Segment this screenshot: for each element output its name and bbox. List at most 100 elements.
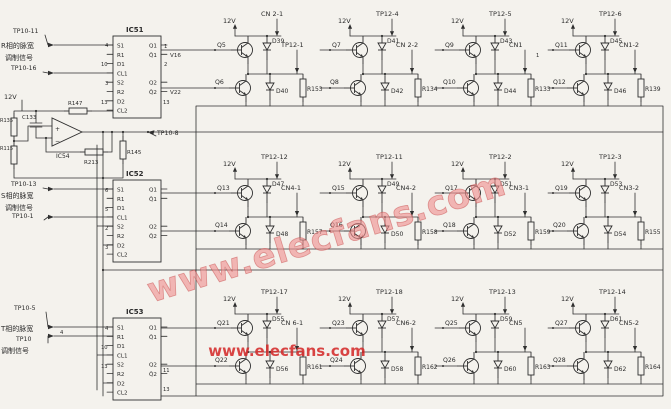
test-point-label: TP10-11: [12, 28, 39, 35]
ic-pin-label: Q̄1: [149, 334, 157, 341]
test-point-label: TP10-13: [10, 181, 37, 188]
ic-pin-label: S2: [117, 225, 124, 231]
wire: [42, 187, 49, 190]
junction-dot: [493, 312, 497, 316]
test-point: TP10: [15, 333, 114, 344]
output-arrow-icon: [409, 68, 415, 73]
ic-label: IC53: [126, 308, 144, 316]
transistor-bottom-label: Q28: [553, 357, 566, 364]
top-terminal-label: TP12-3: [598, 153, 622, 161]
junction-dot: [603, 34, 607, 38]
transistor-bottom-label: Q24: [330, 357, 343, 364]
ic-pin-label: D1: [117, 206, 125, 212]
junction-dots: [12, 109, 150, 272]
transistor-top-label: Q11: [555, 42, 568, 49]
ic-pin-label: S2: [117, 81, 124, 87]
resistor-label: R163: [535, 364, 551, 371]
flip-flop-ics: IC51S1R1D1CL1S2R2D2CL2Q1Q̄1Q2Q̄2IC52S1R1…: [106, 26, 168, 401]
resistor-label: R133: [535, 86, 551, 93]
resistor-label: R164: [645, 364, 661, 371]
ic-label: IC51: [126, 26, 144, 34]
diode-bottom-label: D50: [391, 231, 403, 238]
supply-label: 12V: [338, 295, 351, 303]
transistor-top-label: Q21: [217, 320, 230, 327]
junction-dot: [246, 215, 250, 219]
junction-dot: [603, 177, 607, 181]
transistor-bottom-label: Q26: [443, 357, 456, 364]
junction-dot: [383, 215, 387, 219]
junction-dot: [442, 327, 444, 329]
junction-dot: [265, 312, 269, 316]
junction-dot: [329, 230, 331, 232]
pin-number: 3: [105, 81, 108, 87]
top-terminal-label: TP12-2: [488, 153, 512, 161]
junction-dot: [442, 192, 444, 194]
junction-dot: [383, 72, 387, 76]
terminal-arrow-icon: [502, 174, 508, 179]
test-point-arrow-icon: [48, 333, 54, 339]
transistor-top-label: Q27: [555, 320, 568, 327]
test-point: TP10-16: [10, 65, 114, 76]
test-point-arrow-icon: [48, 324, 54, 330]
ic-pin-label: S1: [117, 188, 125, 194]
ic-pin-label: R1: [117, 335, 125, 341]
pin-number: 4: [60, 330, 64, 336]
ic-pin-label: S1: [117, 44, 125, 50]
junction-dot: [474, 350, 478, 354]
junction-dot: [246, 350, 250, 354]
output-terminal-label: CN1-2: [619, 41, 639, 49]
supply-arrow-icon: [232, 302, 238, 307]
supply-label: 12V: [561, 160, 574, 168]
junction-dot: [329, 192, 331, 194]
s-phase-label-line2: 调制信号: [5, 203, 33, 212]
ic-pin-label: Q2: [149, 225, 157, 231]
output-terminal-label: TP12-1: [280, 41, 304, 49]
ic-pin-label: Q̄2: [149, 89, 157, 96]
junction-dot: [606, 215, 610, 219]
resistor-label: R161: [307, 364, 323, 371]
junction-dot: [606, 72, 610, 76]
top-terminal-label: TP12-14: [598, 288, 626, 296]
diode-bottom-label: D44: [504, 88, 516, 95]
wire: [44, 34, 49, 46]
ic-pin-label: D2: [117, 99, 125, 105]
ic-pin-label: CL1: [117, 215, 128, 221]
resistor-label: R134: [422, 86, 438, 93]
resistor-label-r145: R145: [127, 150, 142, 156]
supply-label: 12V: [561, 17, 574, 25]
output-terminal-label: CN 2-2: [396, 41, 418, 49]
junction-dot: [552, 327, 554, 329]
ic-label: IC52: [126, 170, 144, 178]
junction-dot: [552, 87, 554, 89]
resistor-label-r147: R147: [68, 101, 83, 107]
pin-number: 13: [101, 100, 108, 106]
supply-arrow-icon: [347, 167, 353, 172]
wire: [42, 71, 49, 74]
output-arrow-icon: [294, 346, 300, 351]
supply-arrow-icon: [570, 24, 576, 29]
ic-pin-label: Q̄1: [149, 52, 157, 59]
ic-pin-label: R1: [117, 53, 125, 59]
resistor-label: R157: [307, 229, 323, 236]
junction-dot: [380, 34, 384, 38]
diode-top-label: D53: [610, 181, 622, 188]
terminal-arrow-icon: [274, 174, 280, 179]
output-terminal-label: CN3-1: [509, 184, 529, 192]
test-point: TP10-1: [11, 213, 114, 221]
top-terminal-label: TP12-5: [488, 10, 512, 18]
junction-dot: [552, 365, 554, 367]
junction-dot: [584, 72, 588, 76]
t-phase-label-line2: 调制信号: [1, 346, 29, 355]
junction-dot: [474, 215, 478, 219]
t-phase-label-line1: T相的脉宽: [0, 324, 33, 333]
output-terminal-label: CN1: [509, 41, 523, 49]
